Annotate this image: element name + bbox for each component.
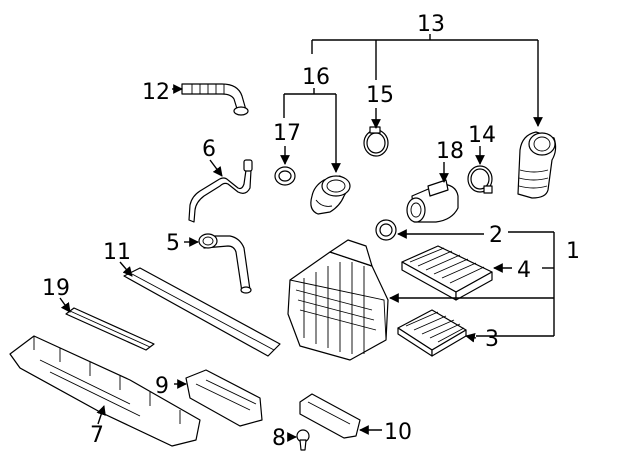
- part-13-intake-duct: [517, 131, 557, 199]
- callout-16: 16: [302, 65, 330, 90]
- callout-15: 15: [366, 83, 394, 108]
- callout-6: 6: [202, 137, 216, 162]
- part-3-filter-element: [397, 309, 467, 357]
- part-8-bolt: [296, 429, 310, 451]
- part-15-hose-clamp: [363, 126, 389, 157]
- part-9-bracket: [185, 369, 263, 427]
- callout-labels: 13 16 15 17 14 18 12 6 5 11 19 2 1 4 3 9…: [42, 12, 580, 451]
- part-10-cover: [299, 393, 361, 439]
- callout-12: 12: [142, 80, 170, 105]
- part-5-filler-pipe: [198, 233, 252, 294]
- part-17-seal-ring: [274, 166, 296, 186]
- callout-19: 19: [42, 276, 70, 301]
- part-18-air-flow-sensor: [406, 179, 459, 223]
- part-6-vent-tube: [188, 159, 253, 223]
- part-19-seal-strip: [65, 307, 155, 351]
- callout-7: 7: [90, 423, 104, 448]
- callout-3: 3: [485, 327, 499, 352]
- callout-17: 17: [273, 121, 301, 146]
- part-16-intake-elbow: [310, 175, 351, 215]
- part-2-seal-ring: [375, 219, 397, 241]
- callout-9: 9: [155, 374, 169, 399]
- part-7-air-intake-duct: [9, 335, 201, 447]
- part-1-air-cleaner-housing: [287, 239, 389, 361]
- part-14-hose-clamp: [467, 165, 493, 194]
- callout-14: 14: [468, 123, 496, 148]
- part-12-breather-hose: [181, 83, 249, 116]
- callout-10: 10: [384, 420, 412, 445]
- callout-11: 11: [103, 240, 131, 265]
- callout-1: 1: [566, 239, 580, 264]
- leader-lines: [59, 34, 555, 442]
- callout-2: 2: [489, 223, 503, 248]
- callout-18: 18: [436, 139, 464, 164]
- callout-13: 13: [417, 12, 445, 37]
- callout-4: 4: [517, 258, 531, 283]
- part-11-seal-strip: [123, 267, 281, 357]
- part-4-filter-element: [401, 245, 493, 301]
- callout-8: 8: [272, 426, 286, 451]
- callout-5: 5: [166, 231, 180, 256]
